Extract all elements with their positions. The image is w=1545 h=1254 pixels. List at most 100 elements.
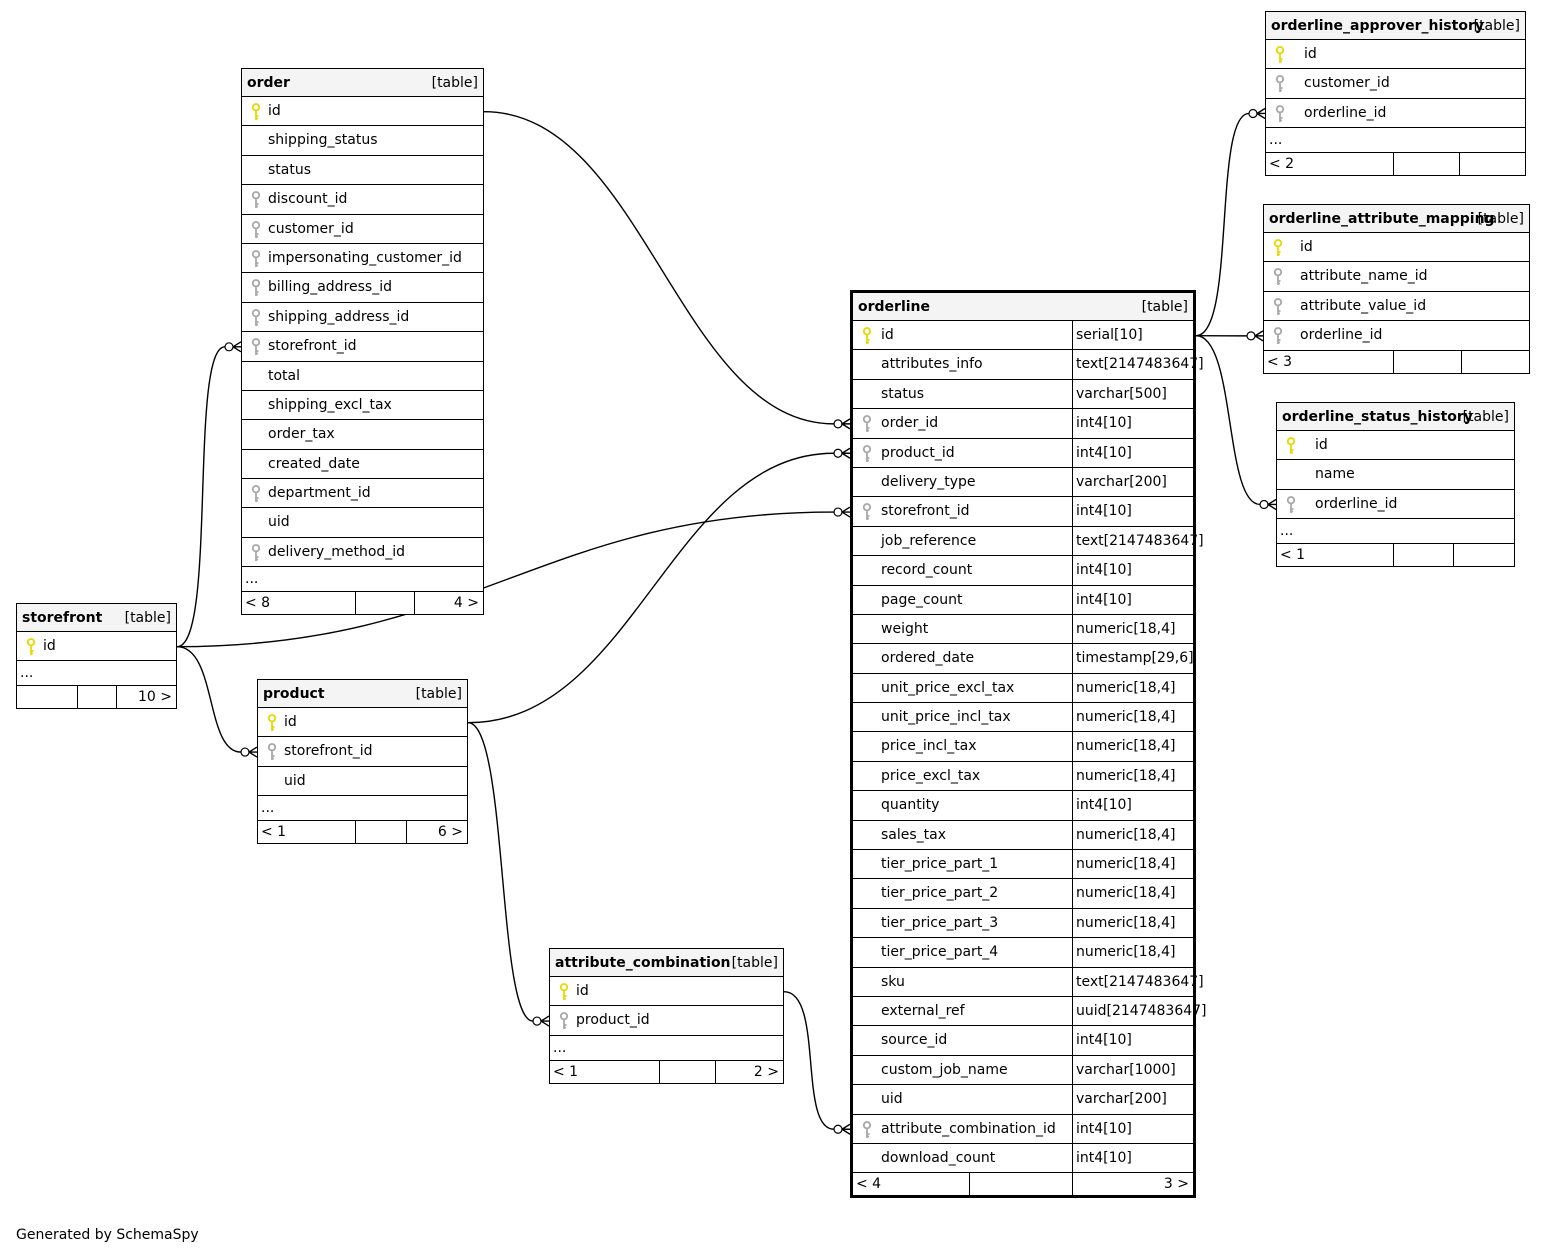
column-row-product_id[interactable]: product_id — [550, 1006, 783, 1036]
relationship-line — [1195, 112, 1250, 337]
column-name: department_id — [268, 485, 371, 502]
column-row-impersonating_customer_id[interactable]: impersonating_customer_id — [242, 244, 483, 274]
column-row-order_tax[interactable]: order_tax — [242, 420, 483, 450]
column-row-department_id[interactable]: department_id — [242, 479, 483, 509]
table-footer: 10 > — [17, 686, 176, 709]
relationship-line — [1195, 334, 1261, 506]
column-row-uid[interactable]: uid — [242, 508, 483, 538]
column-name: quantity — [881, 797, 940, 814]
column-name: weight — [881, 620, 929, 637]
column-row-id[interactable]: id — [17, 632, 176, 662]
generated-by-note: Generated by SchemaSpy — [16, 1227, 199, 1243]
column-row-total[interactable]: total — [242, 362, 483, 391]
column-row-orderline_id[interactable]: orderline_id — [1277, 490, 1514, 520]
column-row-status[interactable]: status — [242, 156, 483, 186]
column-row-id[interactable]: id — [1264, 233, 1529, 263]
column-row-storefront_id[interactable]: storefront_id — [242, 332, 483, 362]
optional-cardinality-marker — [833, 507, 843, 517]
table-name[interactable]: orderline_attribute_mapping — [1269, 211, 1495, 227]
column-type: timestamp[29,6] — [1072, 644, 1194, 673]
footer-parents-count: < 8 — [245, 595, 271, 612]
column-row-created_date[interactable]: created_date — [242, 450, 483, 480]
table-name[interactable]: product — [263, 686, 325, 702]
column-row-id[interactable]: id — [1266, 40, 1525, 70]
column-name: orderline_id — [1315, 495, 1398, 512]
column-row-customer_id[interactable]: customer_id — [242, 215, 483, 244]
foreign-key-icon — [1275, 104, 1285, 122]
foreign-key-icon — [251, 220, 261, 238]
table-name[interactable]: attribute_combination — [555, 955, 731, 971]
column-name: unit_price_incl_tax — [881, 709, 1011, 726]
optional-cardinality-marker — [1248, 108, 1258, 119]
column-row-orderline_id[interactable]: orderline_id — [1266, 99, 1525, 129]
column-row-uid[interactable]: uid — [258, 767, 467, 797]
table-name[interactable]: storefront — [22, 610, 103, 626]
optional-cardinality-marker — [1259, 499, 1269, 510]
column-type: numeric[18,4] — [1072, 908, 1193, 938]
footer-middle-cell — [1393, 544, 1453, 567]
column-row-name[interactable]: name — [1277, 460, 1514, 490]
column-row-id[interactable]: id — [242, 97, 483, 127]
column-row-customer_id[interactable]: customer_id — [1266, 69, 1525, 99]
table-name[interactable]: orderline — [858, 299, 931, 315]
column-row-discount_id[interactable]: discount_id — [242, 185, 483, 215]
column-row-orderline_id[interactable]: orderline_id — [1264, 321, 1529, 351]
column-row-shipping_status[interactable]: shipping_status — [242, 126, 483, 156]
column-row-attribute_name_id[interactable]: attribute_name_id — [1264, 262, 1529, 292]
column-row-shipping_address_id[interactable]: shipping_address_id — [242, 303, 483, 333]
column-name: id — [1300, 239, 1313, 255]
column-row-id[interactable]: id — [550, 977, 783, 1007]
column-row-attribute_value_id[interactable]: attribute_value_id — [1264, 292, 1529, 322]
column-row-billing_address_id[interactable]: billing_address_id — [242, 273, 483, 303]
table-storefront[interactable]: storefront[table]id...10 > — [16, 603, 177, 710]
column-row-storefront_id[interactable]: storefront_id — [258, 737, 467, 767]
column-row-id[interactable]: id — [258, 708, 467, 738]
table-name[interactable]: orderline_status_history — [1282, 409, 1473, 425]
column-row-delivery_method_id[interactable]: delivery_method_id — [242, 538, 483, 568]
table-name[interactable]: order — [247, 75, 290, 91]
column-row-id[interactable]: id — [1277, 431, 1514, 461]
table-footer: < 3 — [1264, 350, 1529, 373]
column-row-shipping_excl_tax[interactable]: shipping_excl_tax — [242, 391, 483, 421]
column-name: sales_tax — [881, 826, 947, 843]
column-name: order_id — [881, 415, 939, 432]
table-name[interactable]: orderline_approver_history — [1271, 18, 1484, 34]
